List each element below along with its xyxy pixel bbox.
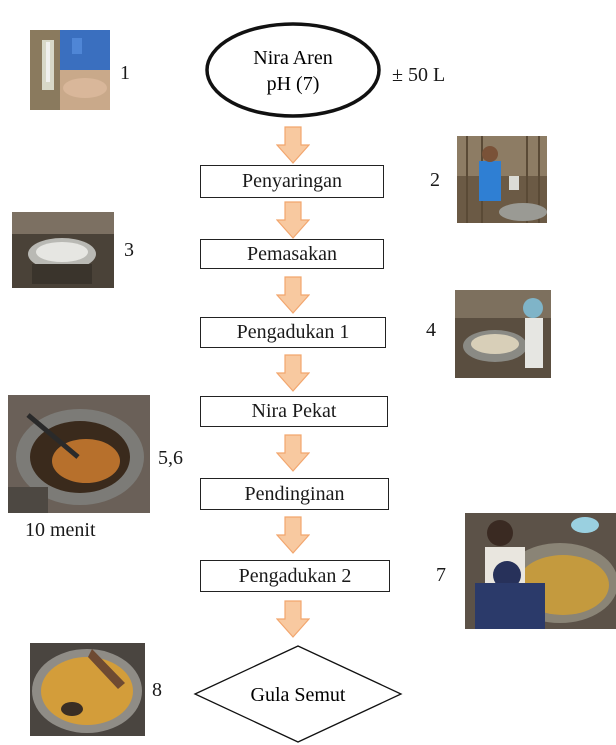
step-pengadukan-1: Pengadukan 1 <box>200 317 386 348</box>
flow-arrow-4 <box>276 354 310 392</box>
photo-number-1: 1 <box>120 62 130 84</box>
duration-label: 10 menit <box>25 519 96 541</box>
step-penyaringan: Penyaringan <box>200 165 384 198</box>
photo-gula-semut <box>30 643 145 736</box>
flow-arrow-2 <box>276 201 310 239</box>
start-line1: Nira Aren <box>253 47 332 69</box>
step-pendinginan: Pendinginan <box>200 478 389 510</box>
start-line2: pH (7) <box>267 73 320 95</box>
photo-thick-sap <box>8 395 150 513</box>
flow-arrow-1 <box>276 126 310 164</box>
volume-label: ± 50 L <box>392 64 446 86</box>
photo-stirring-1 <box>455 290 551 378</box>
photo-filtering <box>457 136 547 223</box>
photo-stirring-2 <box>465 513 616 629</box>
photo-number-2: 2 <box>430 169 440 191</box>
end-label: Gula Semut <box>251 684 346 706</box>
photo-number-3: 3 <box>124 239 134 261</box>
flow-arrow-6 <box>276 516 310 554</box>
photo-cooking <box>12 212 114 288</box>
photo-number-4: 4 <box>426 319 436 341</box>
start-node: Nira Aren pH (7) <box>205 22 381 118</box>
photo-number-8: 8 <box>152 679 162 701</box>
step-pemasakan: Pemasakan <box>200 239 384 269</box>
flow-arrow-7 <box>276 600 310 638</box>
end-node: Gula Semut <box>193 645 403 743</box>
photo-ph-measurement <box>30 30 110 110</box>
photo-number-5-6: 5,6 <box>158 447 183 469</box>
step-nira-pekat: Nira Pekat <box>200 396 388 427</box>
flow-arrow-5 <box>276 434 310 472</box>
photo-number-7: 7 <box>436 564 446 586</box>
flow-arrow-3 <box>276 276 310 314</box>
step-pengadukan-2: Pengadukan 2 <box>200 560 390 592</box>
